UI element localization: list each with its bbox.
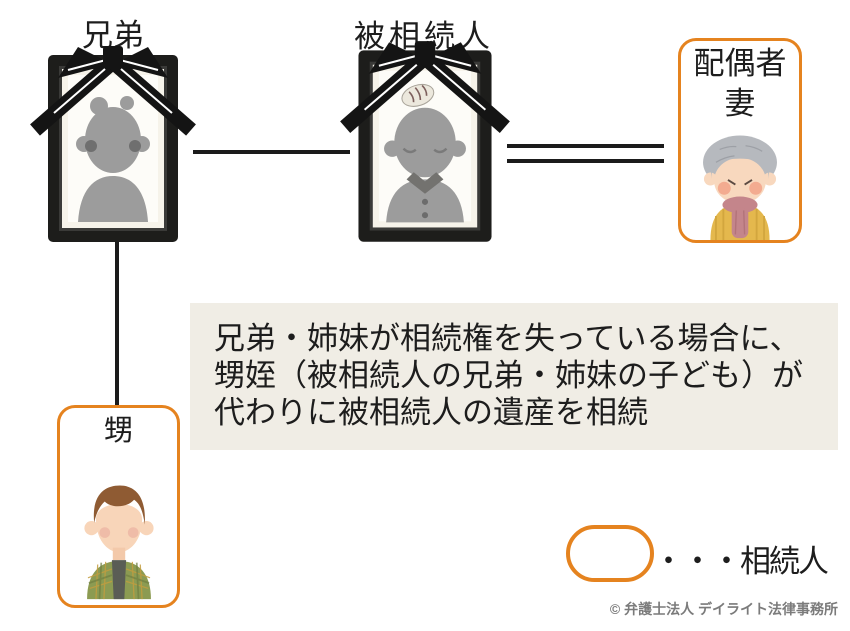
elderly-wife-icon	[703, 135, 777, 240]
parent-child-connector-line	[115, 242, 119, 405]
legend-heir-shape	[566, 525, 654, 582]
nephew-label: 甥	[103, 415, 133, 447]
marriage-connector-line-top	[507, 144, 664, 148]
nephew-icon	[83, 485, 154, 600]
marriage-connector-line-bottom	[507, 159, 664, 163]
explanation-line-3: 代わりに被相続人の遺産を相続	[214, 395, 648, 430]
spouse-label-line2: 妻	[724, 86, 756, 121]
decedent-memorial-photo-icon	[340, 41, 510, 242]
nephew-box: 甥	[57, 405, 180, 608]
explanation-line-1: 兄弟・姉妹が相続権を失っている場合に、	[214, 321, 801, 356]
sibling-connector-line	[193, 150, 350, 154]
legend-label: ・・・相続人	[653, 544, 829, 579]
copyright-text: © 弁護士法人 デイライト法律事務所	[609, 601, 838, 617]
explanation-box: 兄弟・姉妹が相続権を失っている場合に、 甥姪（被相続人の兄弟・姉妹の子ども）が …	[190, 303, 838, 450]
spouse-label-line1: 配偶者	[693, 46, 787, 81]
explanation-line-2: 甥姪（被相続人の兄弟・姉妹の子ども）が	[214, 358, 803, 393]
mourning-ribbon-icon	[340, 41, 510, 133]
spouse-box: 配偶者 妻	[678, 38, 802, 243]
mourning-ribbon-icon	[30, 46, 196, 136]
brother-memorial-photo-icon	[30, 46, 196, 242]
